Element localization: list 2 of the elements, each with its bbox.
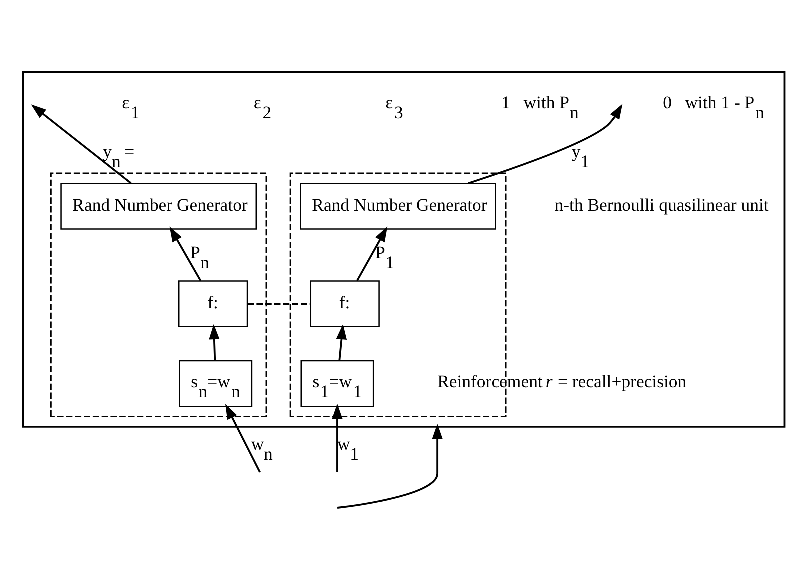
label: n-th Bernoulli quasilinear unit — [554, 194, 769, 215]
edge-label: Reinforcement r = recall+precision — [438, 370, 687, 391]
